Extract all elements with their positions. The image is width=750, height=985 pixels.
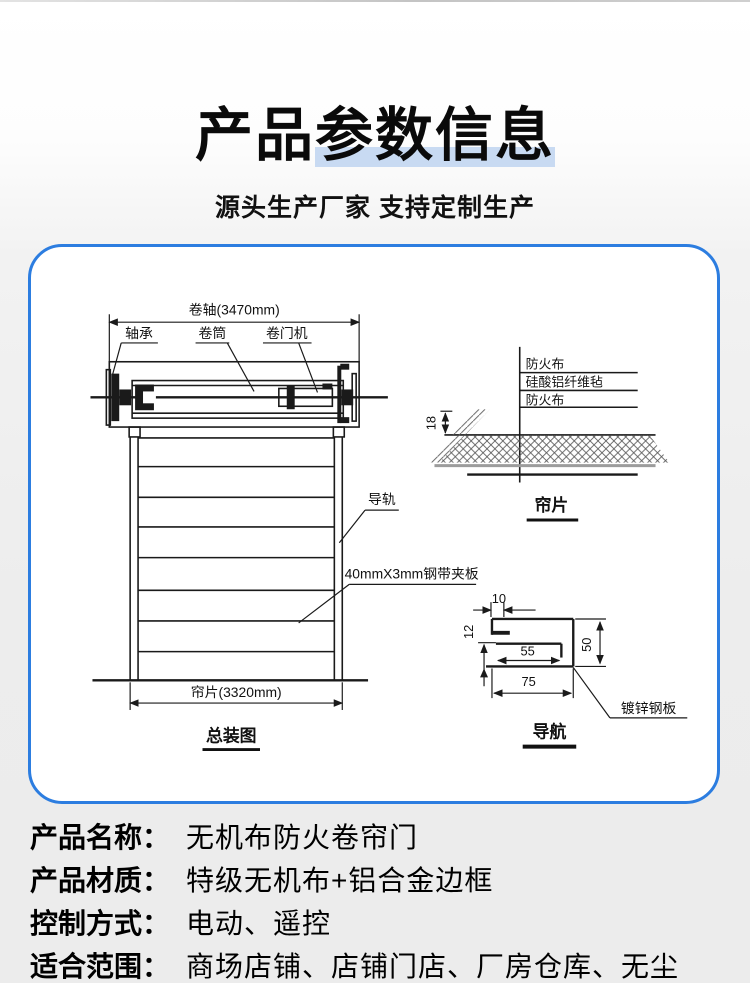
dim-55-label: 55 — [520, 644, 534, 659]
part-label-motor: 卷门机 — [266, 325, 308, 341]
page-title: 产品参数信息 — [194, 103, 555, 168]
spec-value: 商场店铺、店铺门店、厂房仓库、无尘 — [186, 951, 680, 982]
spec-row-scope: 适合范围： 商场店铺、店铺门店、厂房仓库、无尘 — [30, 945, 679, 985]
caption-curtain-section: 帘片 — [535, 495, 569, 515]
spec-value: 特级无机布+铝合金边框 — [186, 865, 494, 896]
spec-value: 电动、遥控 — [186, 908, 332, 939]
technical-diagram: 卷轴(3470mm) 轴承 卷筒 卷门机 — [90, 301, 688, 752]
part-label-bearing: 轴承 — [125, 325, 153, 341]
spec-label: 产品材质： — [30, 865, 171, 896]
title-highlight — [315, 147, 555, 167]
caption-assembly: 总装图 — [206, 726, 257, 746]
dim-75-label: 75 — [521, 674, 535, 689]
page-subtitle: 源头生产厂家 支持定制生产 — [215, 194, 535, 222]
curtain-slats — [138, 437, 335, 653]
dim-10-label: 10 — [492, 591, 506, 606]
part-label-drum: 卷筒 — [199, 325, 227, 341]
diagram-panel: 卷轴(3470mm) 轴承 卷筒 卷门机 — [28, 244, 720, 804]
spec-label: 产品名称： — [30, 822, 171, 853]
part-label-steel-clip: 40mmX3mm钢带夹板 — [345, 565, 479, 581]
spec-label: 控制方式： — [30, 908, 171, 939]
assembly-drawing: 卷轴(3470mm) 轴承 卷筒 卷门机 — [90, 301, 479, 752]
dim-shaft-label: 卷轴(3470mm) — [189, 301, 280, 317]
dim-curtain-label: 帘片(3320mm) — [191, 684, 282, 700]
spec-value: 无机布防火卷帘门 — [186, 822, 419, 853]
caption-rail-profile: 导航 — [533, 722, 567, 742]
layer-label-fiber-felt: 硅酸铝纤维毡 — [526, 375, 603, 390]
spec-row-name: 产品名称： 无机布防火卷帘门 — [30, 816, 418, 856]
dim-thickness-label: 18 — [423, 416, 438, 430]
spec-row-control: 控制方式： 电动、遥控 — [30, 902, 331, 942]
curtain-section-drawing: 防火布 硅酸铝纤维毡 防火布 18 帘片 — [423, 346, 670, 522]
dim-12-label: 12 — [461, 625, 476, 639]
rail-profile-drawing: 10 12 55 75 — [461, 591, 688, 749]
part-label-galvanized-steel: 镀锌钢板 — [621, 700, 677, 716]
top-divider — [0, 0, 750, 2]
spec-label: 适合范围： — [30, 951, 171, 982]
spec-row-material: 产品材质： 特级无机布+铝合金边框 — [30, 859, 493, 899]
layer-label-fire-cloth-bottom: 防火布 — [526, 392, 565, 407]
layer-label-fire-cloth-top: 防火布 — [526, 357, 565, 372]
dim-50-label: 50 — [579, 638, 594, 652]
part-label-rail: 导轨 — [368, 491, 396, 507]
